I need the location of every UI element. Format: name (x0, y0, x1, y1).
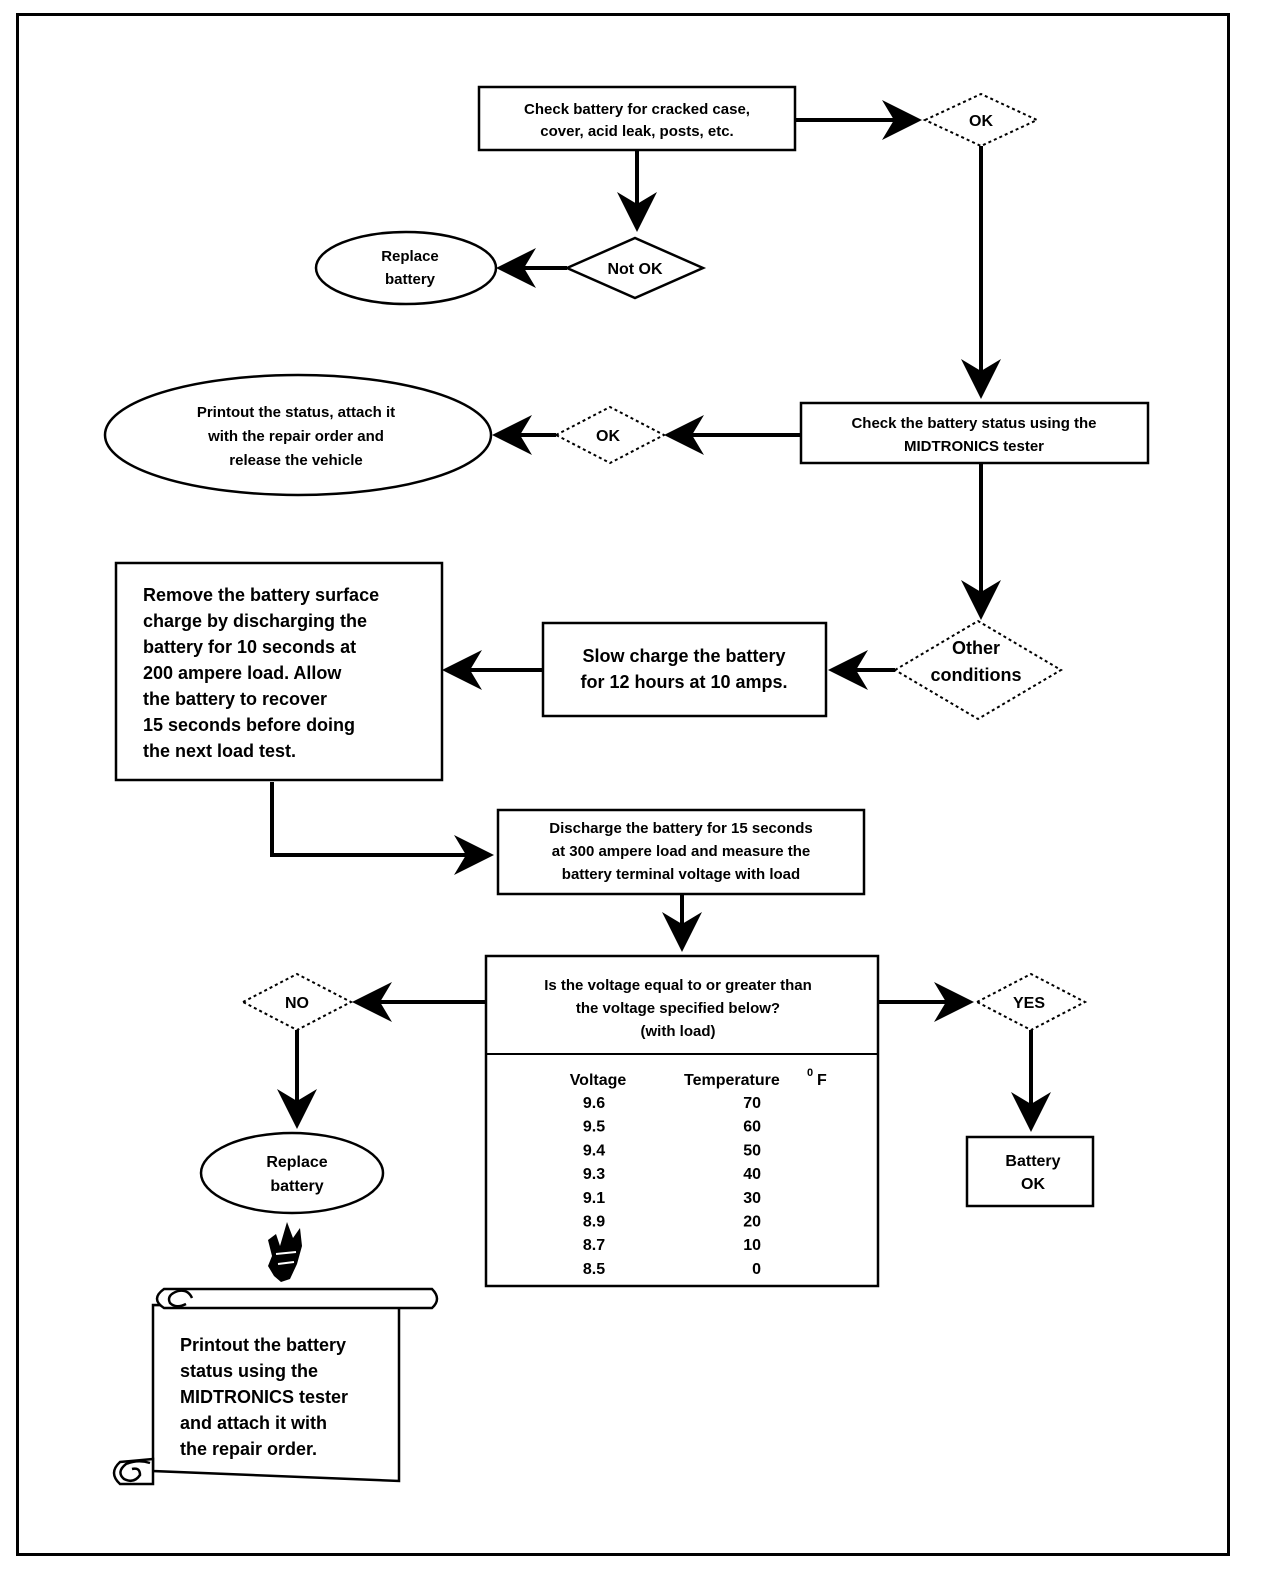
table-cell-voltage: 9.1 (583, 1190, 605, 1207)
scroll-line-3: MIDTRONICS tester (180, 1387, 348, 1407)
decision-no-label: NO (285, 995, 309, 1012)
printout-scroll: Printout the battery status using the MI… (112, 1287, 439, 1486)
other-conditions-line-2: conditions (931, 665, 1022, 685)
decision-no: NO (240, 972, 354, 1032)
check-status-line-1: Check the battery status using the (851, 415, 1096, 432)
replace-bottom-line-2: battery (270, 1178, 323, 1195)
decision-ok-mid-label: OK (596, 428, 620, 445)
printout-status-line-1: Printout the status, attach it (197, 404, 395, 421)
table-cell-voltage: 9.3 (583, 1166, 605, 1183)
battery-ok-line-1: Battery (1005, 1153, 1060, 1170)
replace-top-line-2: battery (385, 271, 436, 288)
decision-other-conditions: Other conditions (893, 619, 1063, 721)
check-status-box: Check the battery status using the MIDTR… (799, 401, 1150, 465)
replace-top-line-1: Replace (381, 248, 439, 265)
voltage-question-line-1: Is the voltage equal to or greater than (544, 977, 812, 994)
diagram-frame (16, 13, 1230, 1556)
other-conditions-line-1: Other (952, 638, 1000, 658)
discharge-line-3: battery terminal voltage with load (562, 866, 800, 883)
table-header-unit-sup: 0 (807, 1067, 813, 1079)
remove-surface-line-7: the next load test. (143, 741, 296, 761)
remove-surface-line-4: 200 ampere load. Allow (143, 663, 342, 683)
voltage-table-rows: 9.6 70 9.5 60 9.4 50 9.3 40 9.1 30 8.9 20 8.7 10 8.5 0 (583, 1095, 761, 1278)
replace-battery-bottom-oval: Replace battery (199, 1131, 385, 1215)
table-cell-temperature: 50 (743, 1142, 761, 1159)
battery-ok-box: Battery OK (965, 1135, 1095, 1208)
decision-not-ok-label: Not OK (607, 261, 663, 278)
remove-surface-line-2: charge by discharging the (143, 611, 367, 631)
voltage-question-line-3: (with load) (641, 1023, 716, 1040)
arrow-remove-to-discharge (270, 782, 494, 875)
printout-status-line-2: with the repair order and (207, 428, 384, 445)
scroll-line-5: the repair order. (180, 1439, 317, 1459)
slow-charge-line-2: for 12 hours at 10 amps. (580, 672, 787, 692)
table-cell-voltage: 8.5 (583, 1261, 605, 1278)
check-case-box: Check battery for cracked case, cover, a… (477, 85, 797, 152)
decision-ok-mid: OK (553, 405, 667, 465)
pointing-hand-icon (268, 1222, 302, 1282)
slow-charge-box: Slow charge the battery for 12 hours at … (541, 621, 828, 718)
remove-surface-line-3: battery for 10 seconds at (143, 637, 356, 657)
table-header-voltage: Voltage (570, 1072, 627, 1089)
table-cell-temperature: 0 (752, 1261, 761, 1278)
table-cell-voltage: 8.7 (583, 1237, 605, 1254)
voltage-question-line-2: the voltage specified below? (576, 1000, 780, 1017)
check-case-line-1: Check battery for cracked case, (524, 101, 750, 118)
remove-surface-line-1: Remove the battery surface (143, 585, 379, 605)
scroll-line-1: Printout the battery (180, 1335, 346, 1355)
voltage-question-box: Is the voltage equal to or greater than … (484, 954, 880, 1288)
table-cell-voltage: 9.4 (583, 1142, 605, 1159)
discharge-line-2: at 300 ampere load and measure the (552, 843, 810, 860)
remove-surface-line-5: the battery to recover (143, 689, 327, 709)
discharge-box: Discharge the battery for 15 seconds at … (496, 808, 866, 896)
table-cell-voltage: 9.5 (583, 1119, 605, 1136)
replace-bottom-line-1: Replace (266, 1154, 327, 1171)
table-cell-temperature: 20 (743, 1214, 761, 1231)
check-case-line-2: cover, acid leak, posts, etc. (540, 123, 733, 140)
table-cell-temperature: 10 (743, 1237, 761, 1254)
decision-yes: YES (974, 972, 1088, 1032)
table-cell-voltage: 9.6 (583, 1095, 605, 1112)
remove-surface-charge-box: Remove the battery surface charge by dis… (114, 561, 444, 782)
scroll-line-4: and attach it with (180, 1413, 327, 1433)
decision-not-ok: Not OK (563, 236, 707, 300)
battery-ok-line-2: OK (1021, 1176, 1045, 1193)
decision-yes-label: YES (1013, 995, 1045, 1012)
table-header-unit: F (817, 1072, 827, 1089)
slow-charge-line-1: Slow charge the battery (582, 646, 785, 666)
replace-battery-top-oval: Replace battery (314, 230, 498, 306)
decision-ok-top: OK (922, 92, 1040, 148)
table-header-temperature: Temperature (684, 1072, 780, 1089)
decision-ok-top-label: OK (969, 113, 993, 130)
table-cell-temperature: 30 (743, 1190, 761, 1207)
table-cell-voltage: 8.9 (583, 1214, 605, 1231)
discharge-line-1: Discharge the battery for 15 seconds (549, 820, 812, 837)
printout-status-line-3: release the vehicle (229, 452, 362, 469)
scroll-line-2: status using the (180, 1361, 318, 1381)
table-cell-temperature: 40 (743, 1166, 761, 1183)
connectors (270, 100, 1051, 1132)
table-cell-temperature: 70 (743, 1095, 761, 1112)
printout-status-oval: Printout the status, attach it with the … (103, 373, 493, 497)
table-cell-temperature: 60 (743, 1119, 761, 1136)
remove-surface-line-6: 15 seconds before doing (143, 715, 355, 735)
check-status-line-2: MIDTRONICS tester (904, 438, 1044, 455)
